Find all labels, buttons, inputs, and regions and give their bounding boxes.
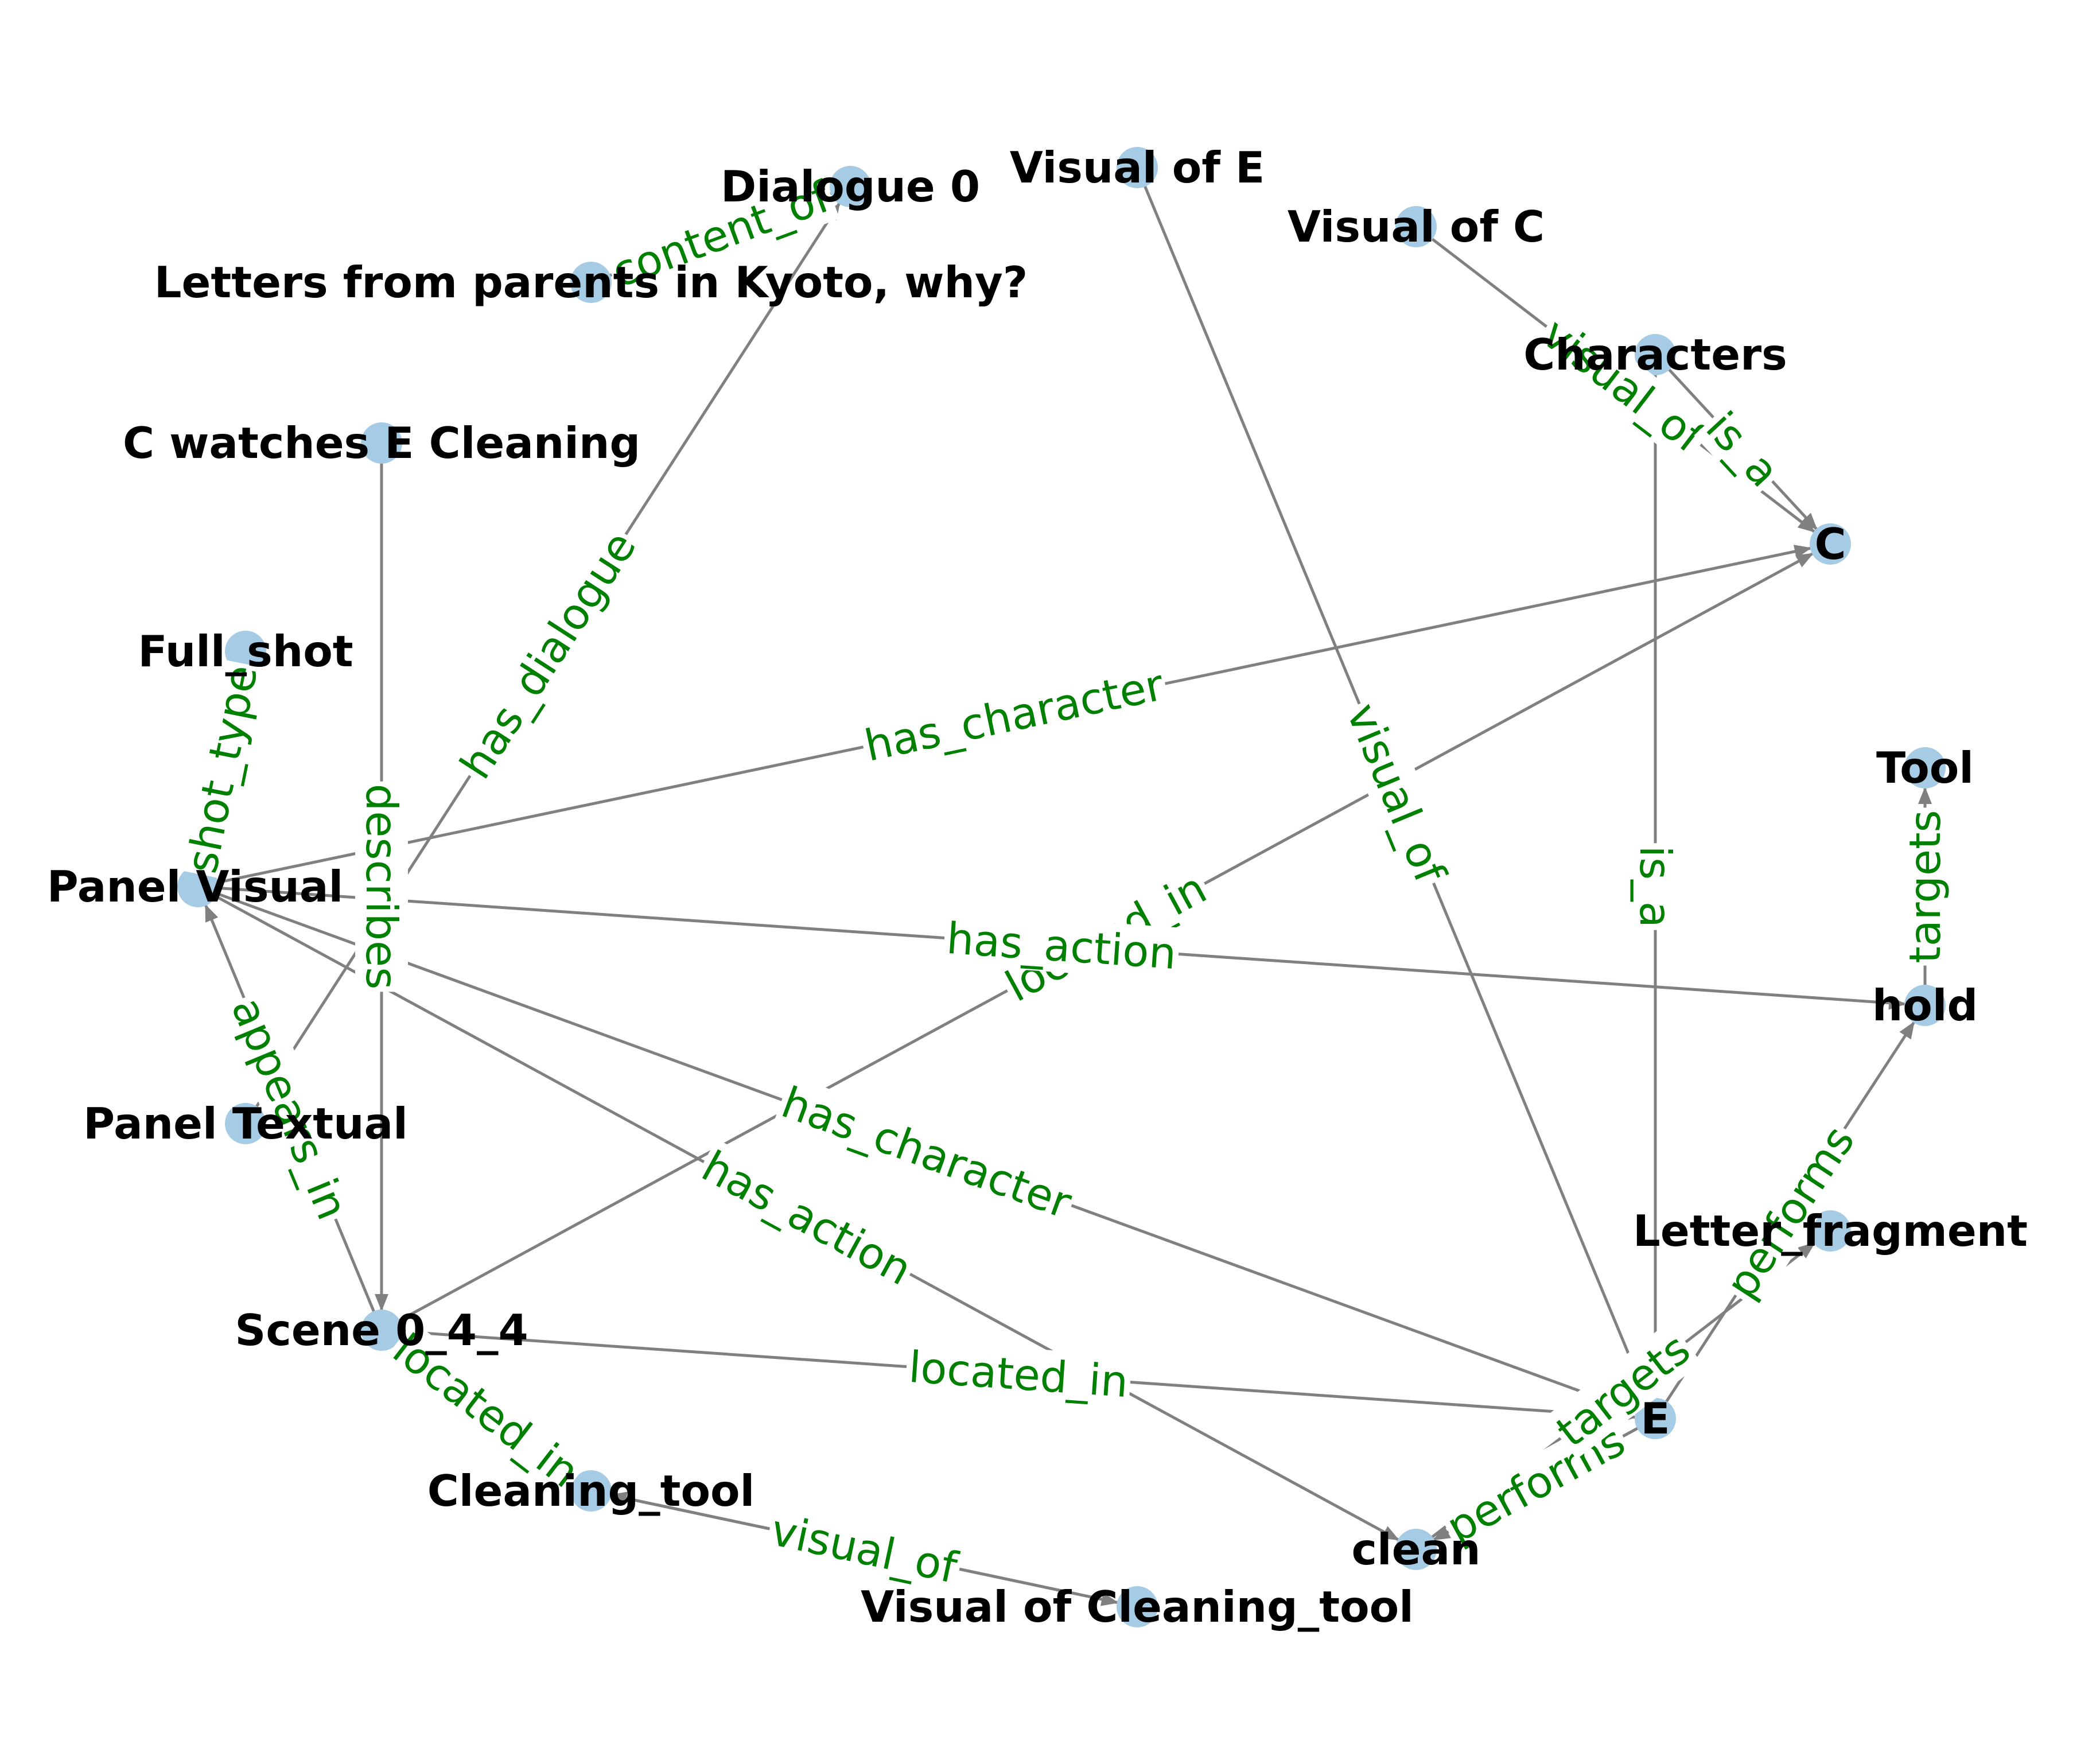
edge-label-background (219, 988, 360, 1229)
edge-label-group: is_a (1694, 399, 1792, 499)
node-label-dialogue0: Dialogue 0 (721, 161, 980, 212)
node-characters[interactable] (1635, 334, 1676, 375)
edge-label-background (1530, 305, 1717, 466)
edge-label-background (904, 1340, 1133, 1409)
node-panel-textual[interactable] (225, 1103, 266, 1144)
node-label-panel-textual: Panel Textual (83, 1098, 408, 1149)
node-label-visual-cleaning-tool: Visual of Cleaning_tool (861, 1582, 1414, 1632)
node-label-visual-c: Visual of C (1288, 201, 1545, 252)
node-full-shot[interactable] (225, 631, 266, 672)
edge-label-background (1335, 693, 1458, 893)
node-labels-layer: Dialogue 0 Visual of E Visual of C Letters … (47, 142, 2028, 1632)
node-label-letters: Letters from parents in Kyoto, why? (154, 257, 1028, 308)
edge-label-group: located_in (904, 1340, 1133, 1409)
node-e[interactable] (1635, 1398, 1676, 1439)
edge-label-background (772, 1075, 1081, 1230)
edge-label-background (174, 658, 269, 880)
node-tool[interactable] (1904, 747, 1946, 788)
node-label-hold: hold (1872, 980, 1978, 1031)
node-label-e: E (1640, 1393, 1670, 1444)
node-label-c-watches: C watches E Cleaning (123, 418, 640, 468)
edge-label-group: describes (355, 781, 408, 992)
edge-label-is-a: is_a (1630, 845, 1681, 927)
node-cleaning-tool[interactable] (570, 1470, 612, 1512)
edge-label-describes: describes (356, 784, 407, 990)
edge-label-group: is_a (1629, 843, 1682, 930)
edge-label-background (942, 911, 1181, 981)
node-label-clean: clean (1351, 1524, 1480, 1575)
node-scene[interactable] (361, 1310, 402, 1351)
node-visual-c[interactable] (1395, 206, 1437, 247)
edge-label-has-character: has_character (860, 659, 1168, 771)
edge-label-background (355, 781, 408, 992)
node-letter-fragment[interactable] (1810, 1210, 1851, 1252)
node-label-visual-e: Visual of E (1010, 142, 1265, 193)
node-visual-e[interactable] (1117, 147, 1158, 188)
node-label-full-shot: Full_shot (138, 626, 353, 677)
node-label-tool: Tool (1876, 743, 1974, 793)
edge-labels-layer: content_ofhas_dialoguevisual_ofis_avisua… (174, 169, 1951, 1595)
edge-label-background (691, 1139, 923, 1297)
edge-label-targets: targets (1900, 810, 1950, 963)
edge-label-has-dialogue: has_dialogue (450, 523, 645, 788)
edge-label-group: shot_type (174, 658, 269, 880)
node-hold[interactable] (1904, 985, 1946, 1026)
edge-label-shot-type: shot_type (176, 661, 267, 877)
node-label-panel-visual: Panel Visual (47, 861, 343, 912)
node-visual-cleaning-tool[interactable] (1117, 1586, 1158, 1627)
nodes-layer (177, 147, 1946, 1627)
node-label-scene: Scene 0_4_4 (235, 1305, 528, 1355)
edge-label-background (858, 658, 1170, 773)
node-label-c: C (1814, 519, 1846, 569)
node-letters[interactable] (570, 262, 612, 303)
edge-label-group: visual_of (1335, 693, 1458, 893)
edge-label-background (1544, 1321, 1702, 1459)
edge-label-background (381, 1321, 592, 1500)
edge-label-group: has_dialogue (448, 520, 648, 790)
edge-label-background (764, 1503, 965, 1595)
edge-label-located-in: located_in (907, 1342, 1130, 1407)
edge-label-background (602, 169, 840, 300)
node-label-characters: Characters (1523, 329, 1787, 380)
node-label-letter-fragment: Letter_fragment (1633, 1206, 2028, 1256)
node-c-watches[interactable] (361, 422, 402, 464)
node-dialogue0[interactable] (830, 166, 871, 207)
edge-label-background (1629, 843, 1682, 930)
node-label-cleaning-tool: Cleaning_tool (427, 1466, 755, 1516)
node-panel-visual[interactable] (177, 866, 219, 907)
edge-label-background (448, 520, 648, 790)
edge-label-background (1899, 807, 1951, 966)
edge-label-background (1713, 1114, 1867, 1310)
edge-label-visual-of: visual_of (767, 1505, 962, 1594)
edge-label-group: targets (1899, 807, 1951, 966)
node-clean[interactable] (1395, 1529, 1437, 1570)
edge-label-background (1694, 399, 1792, 499)
node-c[interactable] (1810, 523, 1851, 565)
edge-label-group: has_character (858, 658, 1170, 773)
